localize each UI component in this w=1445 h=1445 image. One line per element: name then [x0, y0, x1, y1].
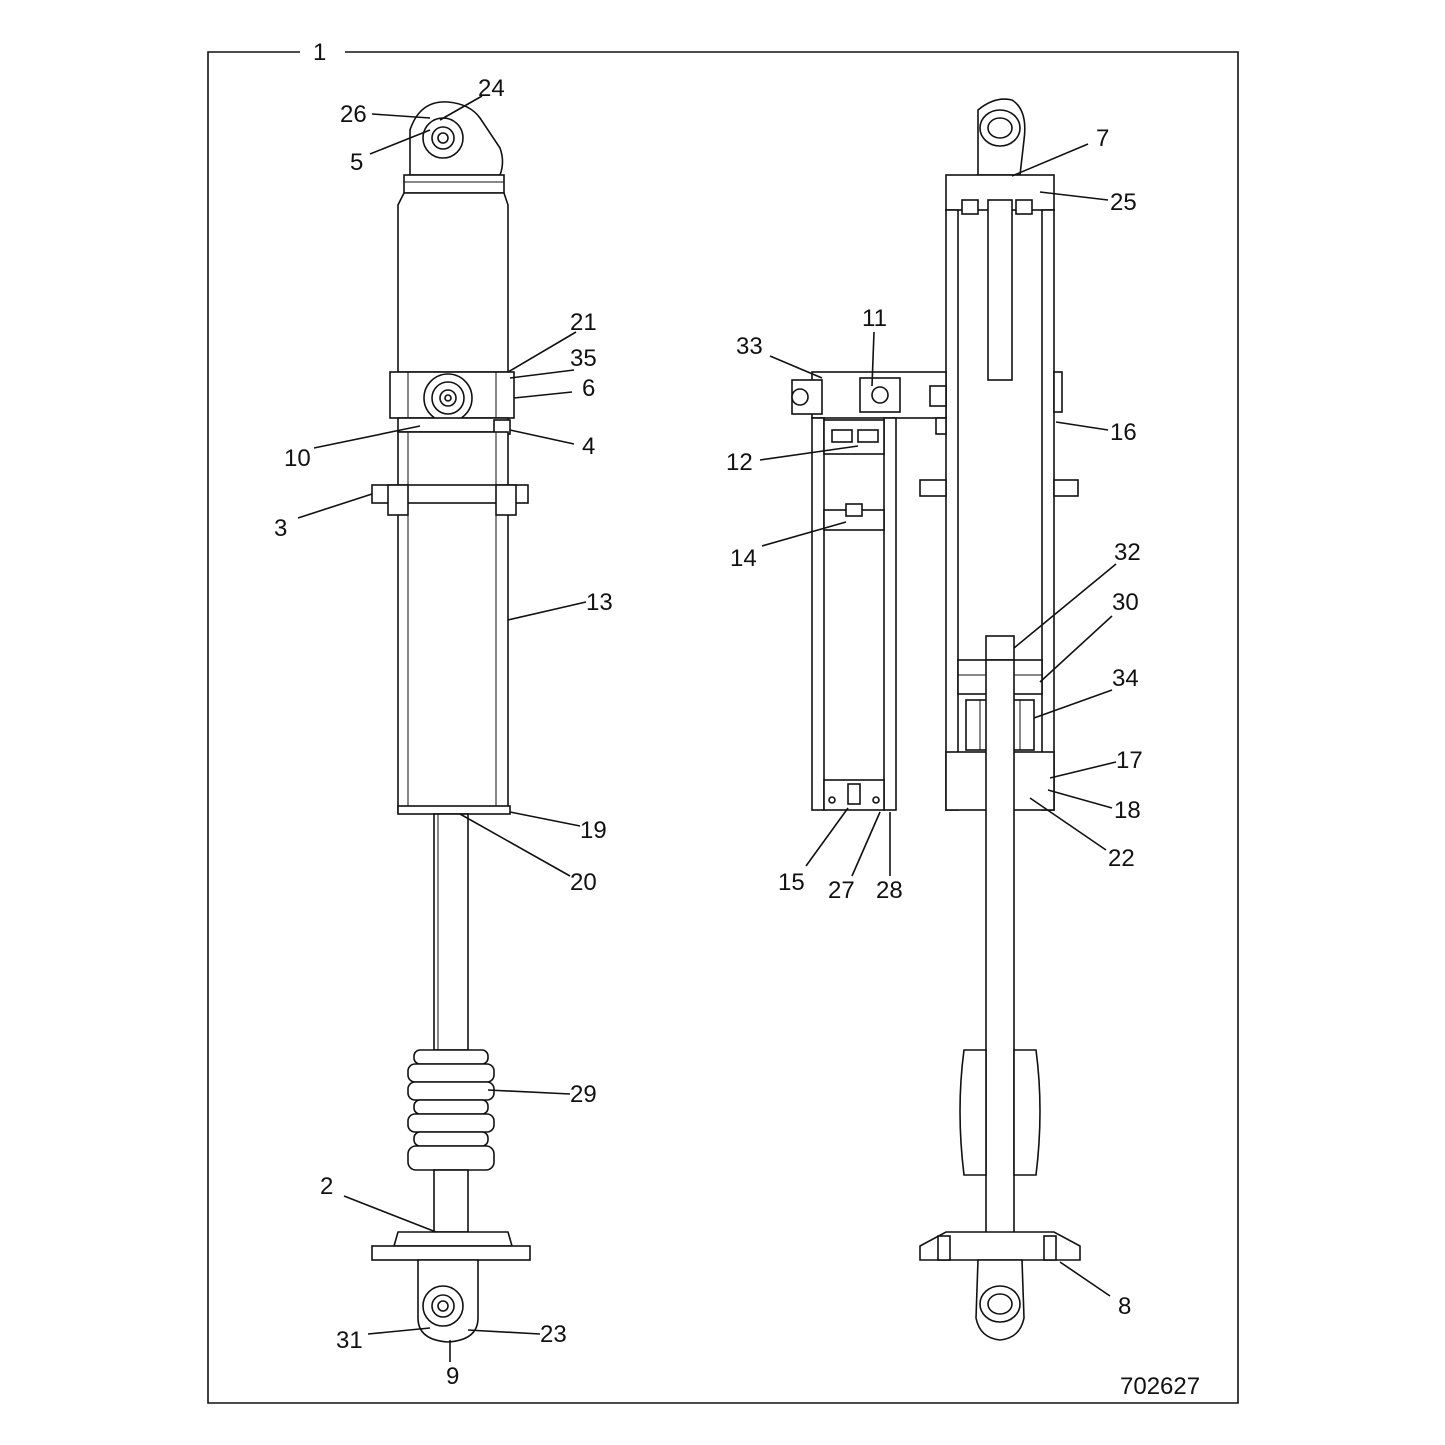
callout-13: 13: [586, 589, 613, 616]
callout-12: 12: [726, 449, 753, 476]
callout-25: 25: [1110, 189, 1137, 216]
callout-33: 33: [736, 333, 763, 360]
shock-section-view: [791, 98, 1081, 1341]
callout-8: 8: [1118, 1293, 1131, 1320]
leader-lines: [297, 95, 1117, 1362]
callout-16: 16: [1110, 419, 1137, 446]
drawing-frame: [207, 51, 1239, 1404]
callout-20: 20: [570, 869, 597, 896]
callout-30: 30: [1112, 589, 1139, 616]
callout-18: 18: [1114, 797, 1141, 824]
callout-2: 2: [320, 1173, 333, 1200]
callout-9: 9: [446, 1363, 459, 1390]
callout-29: 29: [570, 1081, 597, 1108]
callout-27: 27: [828, 877, 855, 904]
callout-7: 7: [1096, 125, 1109, 152]
callout-28: 28: [876, 877, 903, 904]
callout-26: 26: [340, 101, 367, 128]
assembly-label: 1: [313, 39, 326, 66]
callout-10: 10: [284, 445, 311, 472]
callout-15: 15: [778, 869, 805, 896]
callout-21: 21: [570, 309, 597, 336]
callout-31: 31: [336, 1327, 363, 1354]
callout-3: 3: [274, 515, 287, 542]
callout-17: 17: [1116, 747, 1143, 774]
callout-11: 11: [862, 305, 887, 332]
callout-labels: 1 26 24 5 21 35 6 10 4 3 13 19 20 29 2 3…: [274, 39, 1200, 1400]
callout-19: 19: [580, 817, 607, 844]
callout-5: 5: [350, 149, 363, 176]
callout-23: 23: [540, 1321, 567, 1348]
callout-35: 35: [570, 345, 597, 372]
drawing-number: 702627: [1120, 1373, 1200, 1400]
callout-22: 22: [1108, 845, 1135, 872]
callout-14: 14: [730, 545, 757, 572]
callout-6: 6: [582, 375, 595, 402]
callout-32: 32: [1114, 539, 1141, 566]
callout-34: 34: [1112, 665, 1139, 692]
shock-external-view: [371, 101, 531, 1343]
callout-4: 4: [582, 433, 595, 460]
callout-24: 24: [478, 75, 505, 102]
